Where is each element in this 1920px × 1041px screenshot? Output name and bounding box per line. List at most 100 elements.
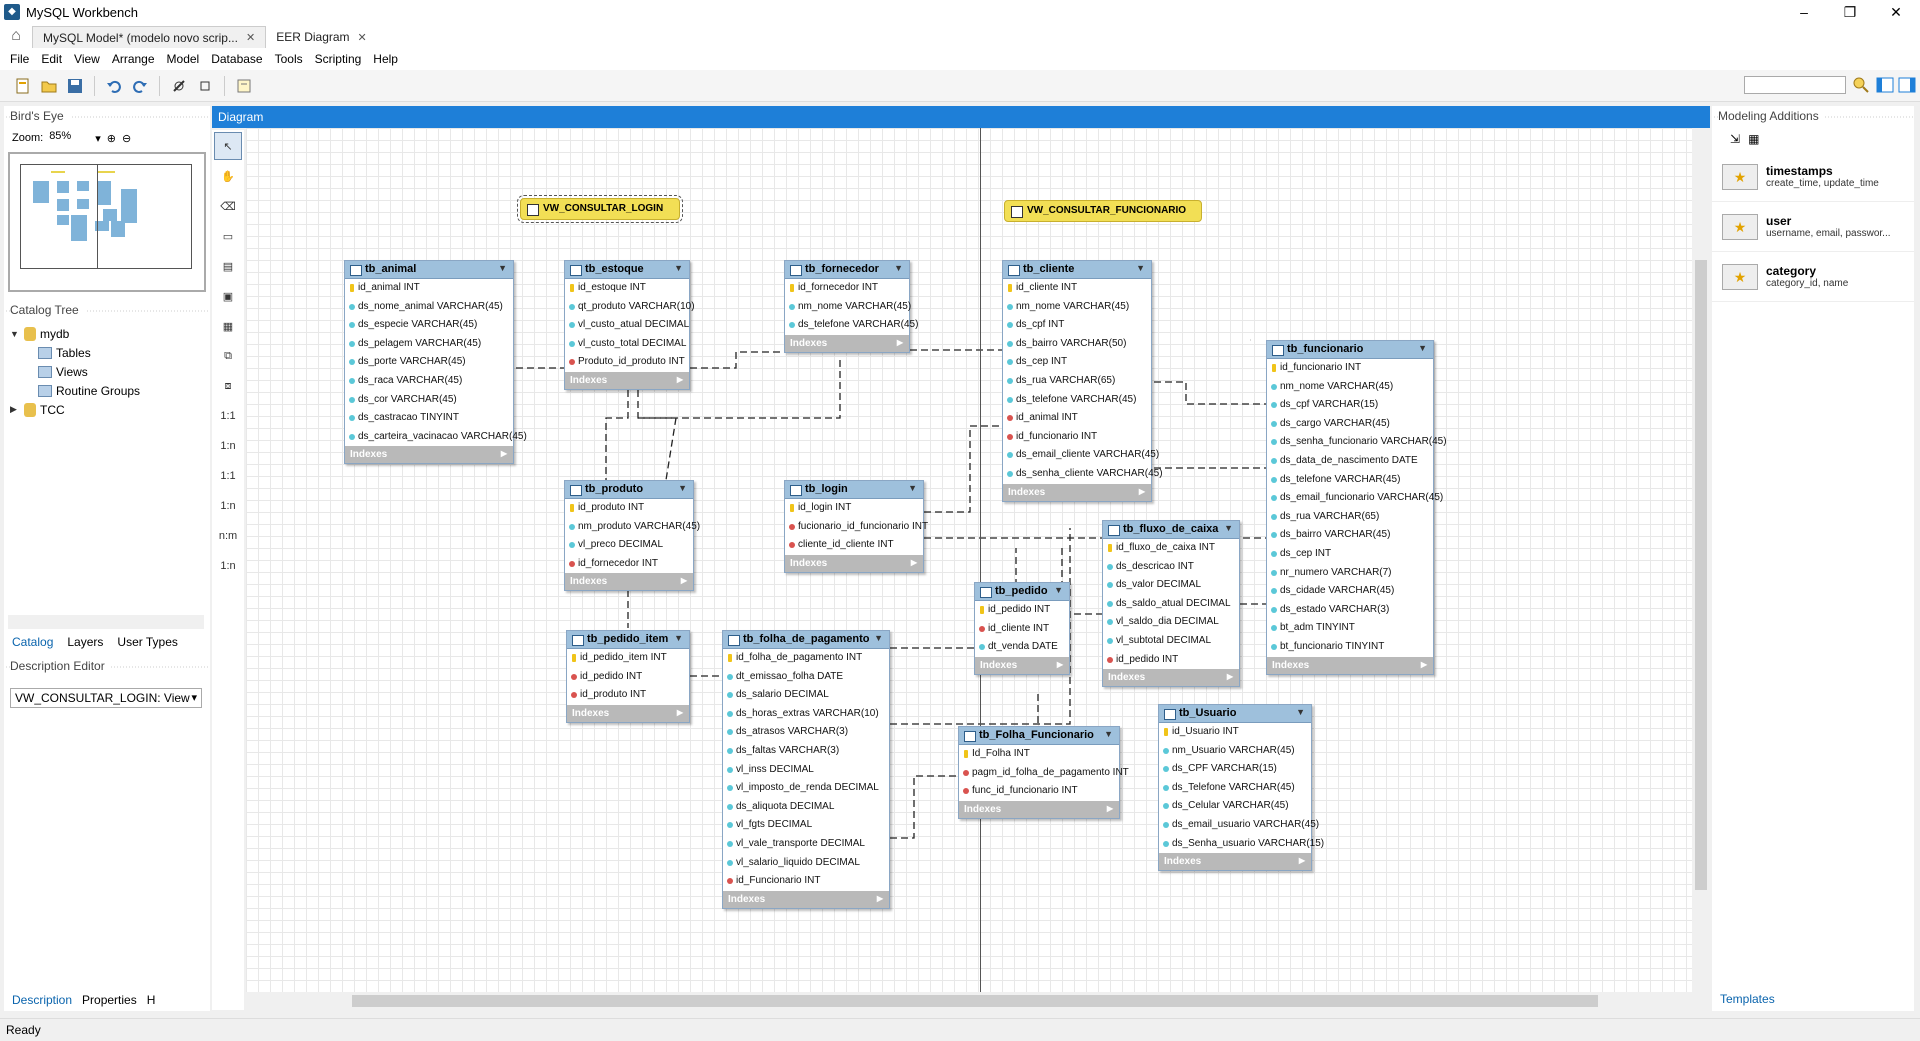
entity-column[interactable]: id_pedido_item INT <box>567 649 689 668</box>
entity-column[interactable]: Produto_id_produto INT <box>565 353 689 372</box>
entity-column[interactable]: bt_adm TINYINT <box>1267 619 1433 638</box>
entity-column[interactable]: ds_Senha_usuario VARCHAR(15) <box>1159 835 1324 854</box>
entity-column[interactable]: id_fornecedor INT <box>565 555 693 574</box>
entity-column[interactable]: ds_bairro VARCHAR(50) <box>1003 335 1151 354</box>
entity-column[interactable]: bt_funcionario TINYINT <box>1267 638 1433 657</box>
entity-header[interactable]: tb_folha_de_pagamento <box>723 631 889 649</box>
entity-column[interactable]: ds_email_cliente VARCHAR(45) <box>1003 446 1159 465</box>
tab-model[interactable]: MySQL Model* (modelo novo scrip...✕ <box>32 26 267 48</box>
relationship-line[interactable] <box>890 775 958 839</box>
entity-header[interactable]: tb_Usuario <box>1159 705 1311 723</box>
relationship-line[interactable] <box>605 390 629 480</box>
entity-header[interactable]: tb_fluxo_de_caixa <box>1103 521 1239 539</box>
entity-column[interactable]: ds_horas_extras VARCHAR(10) <box>723 705 889 724</box>
entity-tb-fluxo-de-caixa[interactable]: tb_fluxo_de_caixaid_fluxo_de_caixa INT ds… <box>1102 520 1240 688</box>
expand-arrow-icon[interactable]: ▼ <box>10 328 19 339</box>
entity-column[interactable]: ds_telefone VARCHAR(45) <box>1003 391 1151 410</box>
home-icon[interactable]: ⌂ <box>11 27 21 44</box>
description-object-select[interactable]: VW_CONSULTAR_LOGIN: View <box>10 688 202 708</box>
relation-n-m-icon[interactable]: n:m <box>218 530 238 542</box>
viewport-rect[interactable] <box>20 164 192 269</box>
toggle-sidebar-icon[interactable] <box>1876 76 1896 94</box>
tab-properties[interactable]: Properties <box>82 993 137 1007</box>
relationship-line[interactable] <box>924 425 1002 513</box>
entity-column[interactable]: ds_aliquota DECIMAL <box>723 798 889 817</box>
entity-column[interactable]: nm_Usuario VARCHAR(45) <box>1159 742 1311 761</box>
indexes-section[interactable]: Indexes <box>1003 483 1151 501</box>
entity-column[interactable]: nr_numero VARCHAR(7) <box>1267 564 1433 583</box>
entity-header[interactable]: tb_Folha_Funcionario <box>959 727 1119 745</box>
close-tab-icon[interactable]: ✕ <box>357 31 367 44</box>
relation-existing-icon[interactable]: 1:n <box>220 560 236 572</box>
zoom-out-icon[interactable]: ⊖ <box>121 132 132 145</box>
indexes-section[interactable]: Indexes <box>1267 656 1433 674</box>
entity-column[interactable]: id_fornecedor INT <box>785 279 909 298</box>
entity-column[interactable]: nm_nome VARCHAR(45) <box>1267 378 1433 397</box>
entity-column[interactable]: ds_email_funcionario VARCHAR(45) <box>1267 489 1443 508</box>
indexes-section[interactable]: Indexes <box>723 890 889 908</box>
entity-column[interactable]: ds_estado VARCHAR(3) <box>1267 601 1433 620</box>
entity-column[interactable]: nm_produto VARCHAR(45) <box>565 518 700 537</box>
diagram-vertical-scrollbar[interactable] <box>1692 128 1710 992</box>
entity-column[interactable]: vl_vale_transporte DECIMAL <box>723 835 889 854</box>
entity-column[interactable]: id_produto INT <box>567 686 689 705</box>
entity-column[interactable]: ds_senha_funcionario VARCHAR(45) <box>1267 433 1447 452</box>
entity-column[interactable]: id_animal INT <box>345 279 513 298</box>
entity-column[interactable]: ds_pelagem VARCHAR(45) <box>345 335 513 354</box>
indexes-section[interactable]: Indexes <box>785 334 909 352</box>
edit-templates-icon[interactable]: ▦ <box>1748 132 1760 146</box>
indexes-section[interactable]: Indexes <box>1103 669 1239 687</box>
tab-eer-diagram[interactable]: EER Diagram✕ <box>266 26 377 48</box>
tree-item-tcc[interactable]: ▶TCC <box>10 400 204 419</box>
entity-column[interactable]: vl_saldo_dia DECIMAL <box>1103 613 1239 632</box>
entity-column[interactable]: func_id_funcionario INT <box>959 782 1119 801</box>
entity-column[interactable]: id_Funcionario INT <box>723 872 889 891</box>
indexes-section[interactable]: Indexes <box>1159 853 1311 871</box>
entity-column[interactable]: ds_senha_cliente VARCHAR(45) <box>1003 465 1163 484</box>
entity-column[interactable]: Id_Folha INT <box>959 745 1119 764</box>
entity-column[interactable]: vl_fgts DECIMAL <box>723 816 889 835</box>
indexes-section[interactable]: Indexes <box>565 573 693 591</box>
relation-1-n-id-icon[interactable]: 1:n <box>220 500 236 512</box>
entity-column[interactable]: id_fluxo_de_caixa INT <box>1103 539 1239 558</box>
entity-tb-login[interactable]: tb_loginid_login INTfucionario_id_funcio… <box>784 480 928 573</box>
entity-column[interactable]: vl_subtotal DECIMAL <box>1103 632 1239 651</box>
expand-arrow-icon[interactable]: ▶ <box>10 404 17 414</box>
entity-column[interactable]: ds_Telefone VARCHAR(45) <box>1159 779 1311 798</box>
indexes-section[interactable]: Indexes <box>975 656 1069 674</box>
entity-column[interactable]: id_pedido INT <box>567 668 689 687</box>
entity-column[interactable]: ds_cargo VARCHAR(45) <box>1267 415 1433 434</box>
entity-column[interactable]: ds_castracao TINYINT <box>345 409 513 428</box>
tree-item-mydb[interactable]: ▼mydb <box>10 324 204 343</box>
entity-header[interactable]: tb_produto <box>565 481 693 499</box>
entity-column[interactable]: ds_cidade VARCHAR(45) <box>1267 582 1433 601</box>
entity-column[interactable]: ds_CPF VARCHAR(15) <box>1159 760 1311 779</box>
entity-column[interactable]: ds_data_de_nascimento DATE <box>1267 452 1433 471</box>
image-tool-icon[interactable]: ▣ <box>222 290 234 303</box>
indexes-section[interactable]: Indexes <box>345 446 513 464</box>
relation-1-1-nonid-icon[interactable]: 1:1 <box>220 410 236 422</box>
maximize-button[interactable]: ❐ <box>1843 4 1857 20</box>
entity-column[interactable]: dt_emissao_folha DATE <box>723 668 889 687</box>
entity-column[interactable]: ds_bairro VARCHAR(45) <box>1267 526 1433 545</box>
indexes-section[interactable]: Indexes <box>959 800 1119 818</box>
indexes-section[interactable]: Indexes <box>567 704 689 722</box>
entity-tb-pedido-item[interactable]: tb_pedido_itemid_pedido_item INTid_pedid… <box>566 630 690 723</box>
entity-column[interactable]: dt_venda DATE <box>975 638 1069 657</box>
search-input[interactable] <box>1744 76 1846 94</box>
entity-column[interactable]: qt_produto VARCHAR(10) <box>565 298 695 317</box>
zoom-select[interactable]: 85% <box>49 130 72 142</box>
entity-column[interactable]: ds_cep INT <box>1267 545 1433 564</box>
entity-column[interactable]: ds_valor DECIMAL <box>1103 576 1239 595</box>
entity-column[interactable]: id_Usuario INT <box>1159 723 1311 742</box>
open-folder-icon[interactable] <box>38 75 60 97</box>
entity-column[interactable]: pagm_id_folha_de_pagamento INT <box>959 764 1129 783</box>
entity-column[interactable]: vl_imposto_de_renda DECIMAL <box>723 779 889 798</box>
relationship-line[interactable] <box>637 390 677 481</box>
note-icon[interactable] <box>233 75 255 97</box>
